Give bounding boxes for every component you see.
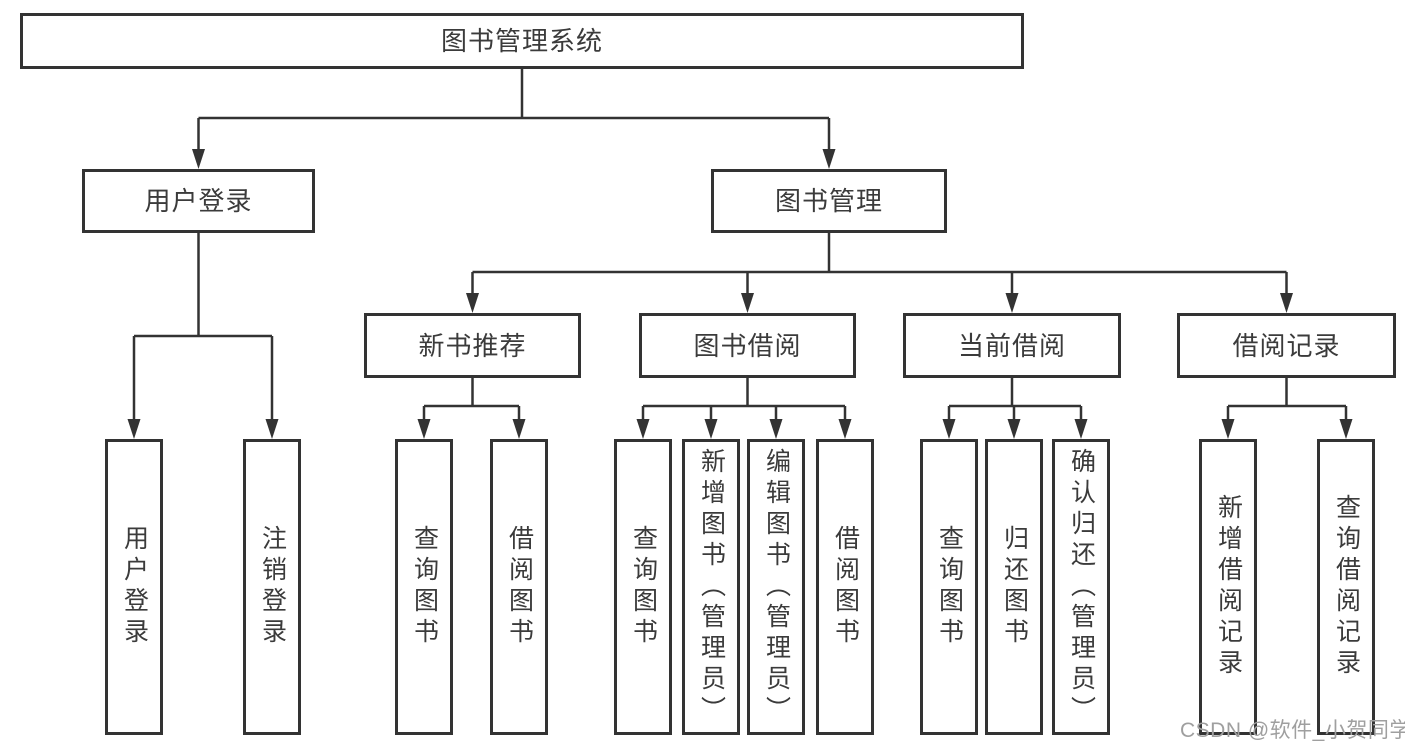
node-leaf-query-borrow-record: 查询借阅记录: [1317, 439, 1375, 735]
node-leaf-query-books-borrow: 查询图书: [614, 439, 672, 735]
leaf-label: 新增借阅记录: [1214, 494, 1243, 680]
node-leaf-add-borrow-record: 新增借阅记录: [1199, 439, 1257, 735]
leaf-label: 查询图书: [629, 525, 658, 649]
arrowhead-icons: [127, 149, 1353, 439]
leaf-label: 用户登录: [120, 525, 149, 649]
node-new-book-recommend: 新书推荐: [364, 313, 581, 378]
leaf-label: 注销登录: [258, 525, 287, 649]
leaf-label: 借阅图书: [505, 525, 534, 649]
node-root-system: 图书管理系统: [20, 13, 1024, 69]
node-leaf-edit-books-admin: 编辑图书（管理员）: [747, 439, 805, 735]
node-current-borrow: 当前借阅: [903, 313, 1121, 378]
node-leaf-borrow-books-recommend: 借阅图书: [490, 439, 548, 735]
node-leaf-query-books-current: 查询图书: [920, 439, 978, 735]
csdn-watermark: CSDN @软件_小贺同学: [1180, 719, 1405, 742]
node-book-borrow: 图书借阅: [639, 313, 856, 378]
leaf-label: 确认归还（管理员）: [1067, 447, 1096, 727]
node-leaf-borrow-books: 借阅图书: [816, 439, 874, 735]
leaf-label: 归还图书: [1000, 525, 1029, 649]
node-user-login: 用户登录: [82, 169, 315, 233]
node-leaf-logout: 注销登录: [243, 439, 301, 735]
leaf-label: 借阅图书: [831, 525, 860, 649]
node-borrow-records: 借阅记录: [1177, 313, 1396, 378]
leaf-label: 查询借阅记录: [1332, 494, 1361, 680]
node-book-management: 图书管理: [711, 169, 947, 233]
leaf-label: 新增图书（管理员）: [697, 447, 726, 727]
node-leaf-add-books-admin: 新增图书（管理员）: [682, 439, 740, 735]
leaf-label: 查询图书: [935, 525, 964, 649]
leaf-label: 编辑图书（管理员）: [762, 447, 791, 727]
node-leaf-return-books: 归还图书: [985, 439, 1043, 735]
node-leaf-confirm-return-admin: 确认归还（管理员）: [1052, 439, 1110, 735]
node-leaf-user-login: 用户登录: [105, 439, 163, 735]
leaf-label: 查询图书: [410, 525, 439, 649]
node-leaf-query-books-recommend: 查询图书: [395, 439, 453, 735]
